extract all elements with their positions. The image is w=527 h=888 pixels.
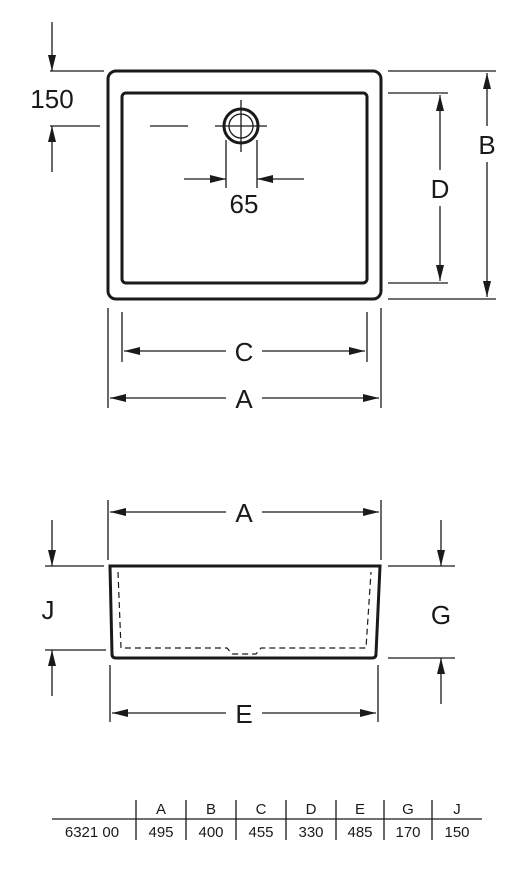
sink-outer-rim	[106, 69, 383, 301]
table-header-b: B	[206, 801, 216, 818]
dimension-d: D	[388, 92, 450, 284]
drain-symbol	[150, 100, 267, 152]
dimension-c-label: C	[235, 337, 254, 367]
table-header-g: G	[402, 801, 414, 818]
dimension-a-side: A	[107, 498, 382, 560]
sink-inner-basin	[120, 91, 369, 285]
table-header-d: D	[306, 801, 317, 818]
sink-inner-hidden-line	[117, 571, 372, 655]
table-cell-j: 150	[444, 824, 469, 841]
dimension-e: E	[109, 665, 379, 729]
dimension-a-top-label: A	[235, 384, 253, 414]
table-header-a: A	[156, 801, 166, 818]
table-header-j: J	[453, 801, 461, 818]
top-view: 65 150 C	[30, 22, 496, 414]
drain-dimension: 65	[184, 140, 304, 219]
dimension-a-top: A	[107, 308, 382, 414]
dimension-b: B	[388, 70, 496, 300]
offset-dimension: 150	[30, 22, 104, 172]
table-cell-a: 495	[148, 824, 173, 841]
table-header-e: E	[355, 801, 365, 818]
dimension-c: C	[121, 312, 368, 367]
side-view: A E J G	[42, 498, 455, 729]
dimension-table: A B C D E G J 6321 00 495 400 455 330 48…	[52, 800, 482, 841]
table-cell-model: 6321 00	[65, 824, 119, 841]
dimension-g-label: G	[431, 600, 451, 630]
dimension-b-label: B	[478, 130, 495, 160]
table-cell-g: 170	[395, 824, 420, 841]
offset-label: 150	[30, 84, 73, 114]
drain-width-label: 65	[230, 189, 259, 219]
dimension-j: J	[42, 520, 106, 696]
table-cell-c: 455	[248, 824, 273, 841]
table-cell-d: 330	[298, 824, 323, 841]
dimension-j-label: J	[42, 595, 55, 625]
dimension-d-label: D	[431, 174, 450, 204]
table-cell-e: 485	[347, 824, 372, 841]
dimension-g: G	[388, 520, 455, 704]
table-cell-b: 400	[198, 824, 223, 841]
dimension-a-side-label: A	[235, 498, 253, 528]
dimension-e-label: E	[235, 699, 252, 729]
sink-side-profile	[108, 564, 382, 660]
table-header-c: C	[256, 801, 267, 818]
